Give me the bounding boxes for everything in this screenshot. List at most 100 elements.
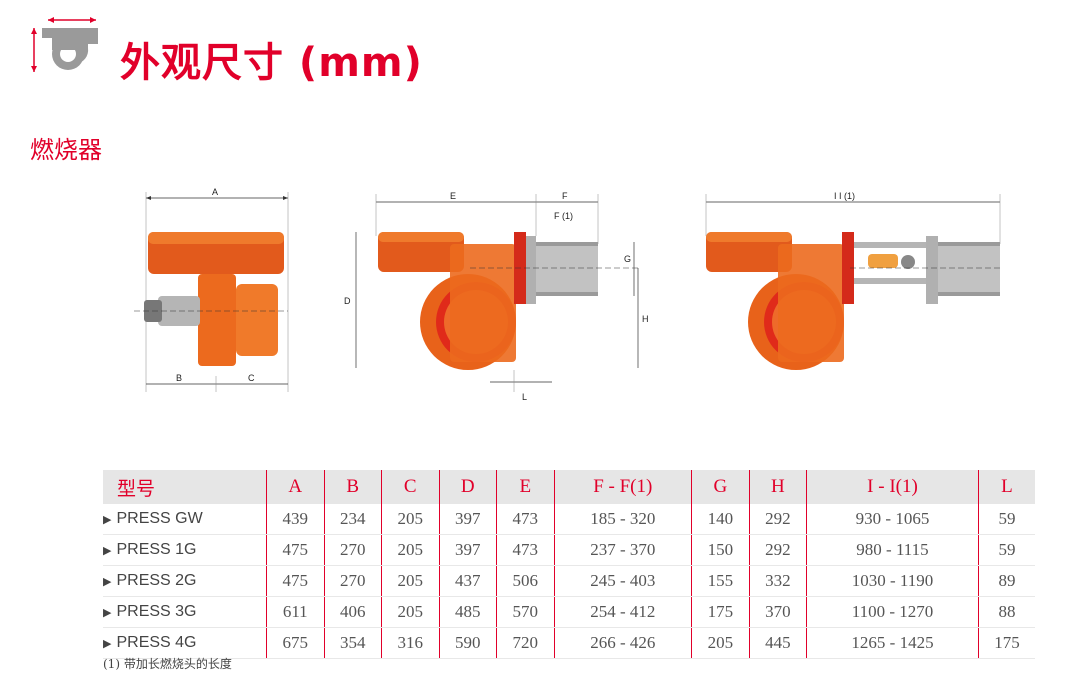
dim-label-i: I I (1) <box>834 191 855 201</box>
table-header-row: 型号 A B C D E F - F(1) G H I - I(1) L <box>103 470 1035 504</box>
triangle-bullet-icon: ▶ <box>103 576 112 588</box>
table-cell: 292 <box>748 534 807 566</box>
triangle-bullet-icon: ▶ <box>103 545 112 557</box>
model-name: PRESS 2G <box>116 572 197 589</box>
dim-label-b: B <box>176 373 182 383</box>
table-cell: 245 - 403 <box>553 565 692 597</box>
table-cell: 140 <box>691 504 750 535</box>
dim-label-l: L <box>522 392 527 402</box>
table-cell: 292 <box>748 504 807 535</box>
col-header-b: B <box>323 470 382 504</box>
table-cell: 89 <box>977 565 1035 597</box>
table-cell: 205 <box>691 627 750 659</box>
table-cell: 88 <box>977 596 1035 628</box>
dim-label-d: D <box>344 296 351 306</box>
table-row: ▶PRESS 3G 611 406 205 485 570 254 - 412 … <box>103 596 1035 628</box>
burner-dimensions-icon <box>31 17 98 72</box>
col-header-c: C <box>381 470 439 504</box>
table-cell: 675 <box>266 627 324 659</box>
col-header-g: G <box>691 470 750 504</box>
table-cell: 266 - 426 <box>553 627 692 659</box>
col-header-i: I - I(1) <box>806 470 979 504</box>
side-view-diagram: E F F (1) D G H L <box>344 191 649 402</box>
dim-label-f: F <box>562 191 568 201</box>
model-cell: ▶ PRESS 3G <box>103 596 267 628</box>
table-cell: 437 <box>438 565 497 597</box>
table-cell: 439 <box>266 504 324 535</box>
dim-label-c: C <box>248 373 255 383</box>
table-cell: 930 - 1065 <box>806 504 979 535</box>
table-cell: 397 <box>438 534 497 566</box>
table-cell: 475 <box>266 565 324 597</box>
table-cell: 270 <box>323 565 382 597</box>
triangle-bullet-icon: ▶ <box>103 607 112 619</box>
table-cell: 370 <box>748 596 807 628</box>
col-header-d: D <box>438 470 497 504</box>
front-view-diagram: A B C <box>134 187 289 392</box>
table-cell: 234 <box>323 504 382 535</box>
table-cell: 150 <box>691 534 750 566</box>
table-row: ▶PRESS 4G 675 354 316 590 720 266 - 426 … <box>103 627 1035 659</box>
table-cell: 59 <box>977 534 1035 566</box>
model-cell: ▶ PRESS 4G <box>103 627 267 659</box>
dim-label-g: G <box>624 254 631 264</box>
dim-label-h: H <box>642 314 649 324</box>
table-cell: 475 <box>266 534 324 566</box>
model-cell: ▶ PRESS GW <box>103 504 267 535</box>
model-name: PRESS GW <box>116 510 203 527</box>
table-cell: 720 <box>496 627 554 659</box>
table-row: ▶PRESS 2G 475 270 205 437 506 245 - 403 … <box>103 565 1035 597</box>
col-header-h: H <box>748 470 807 504</box>
table-cell: 570 <box>496 596 554 628</box>
model-name: PRESS 3G <box>116 603 197 620</box>
table-cell: 254 - 412 <box>553 596 692 628</box>
table-cell: 1265 - 1425 <box>806 627 979 659</box>
table-cell: 506 <box>496 565 554 597</box>
triangle-bullet-icon: ▶ <box>103 514 112 526</box>
model-name: PRESS 4G <box>116 634 197 651</box>
col-header-f: F - F(1) <box>553 470 692 504</box>
table-cell: 205 <box>381 565 439 597</box>
table-cell: 354 <box>323 627 382 659</box>
table-cell: 473 <box>496 534 554 566</box>
table-row: ▶PRESS 1G 475 270 205 397 473 237 - 370 … <box>103 534 1035 566</box>
table-cell: 332 <box>748 565 807 597</box>
table-cell: 185 - 320 <box>553 504 692 535</box>
page-title: 外观尺寸 (mm) <box>120 40 423 86</box>
table-cell: 397 <box>438 504 497 535</box>
table-cell: 1100 - 1270 <box>806 596 979 628</box>
table-cell: 590 <box>438 627 497 659</box>
table-cell: 237 - 370 <box>553 534 692 566</box>
section-title: 燃烧器 <box>30 136 102 164</box>
col-header-a: A <box>266 470 324 504</box>
model-cell: ▶ PRESS 1G <box>103 534 267 566</box>
table-cell: 485 <box>438 596 497 628</box>
model-name: PRESS 1G <box>116 541 197 558</box>
col-header-e: E <box>496 470 554 504</box>
model-cell: ▶ PRESS 2G <box>103 565 267 597</box>
table-cell: 473 <box>496 504 554 535</box>
table-cell: 445 <box>748 627 807 659</box>
table-cell: 59 <box>977 504 1035 535</box>
table-cell: 270 <box>323 534 382 566</box>
table-cell: 175 <box>691 596 750 628</box>
table-cell: 205 <box>381 504 439 535</box>
table-cell: 205 <box>381 596 439 628</box>
table-cell: 1030 - 1190 <box>806 565 979 597</box>
table-cell: 316 <box>381 627 439 659</box>
table-cell: 611 <box>266 596 324 628</box>
table-row: ▶PRESS GW 439 234 205 397 473 185 - 320 … <box>103 504 1035 535</box>
dim-label-e: E <box>450 191 456 201</box>
footnote: (1) 带加长燃烧头的长度 <box>103 657 232 671</box>
table-cell: 406 <box>323 596 382 628</box>
table-cell: 155 <box>691 565 750 597</box>
dim-label-a: A <box>212 187 218 197</box>
table-cell: 175 <box>977 627 1035 659</box>
col-header-model: 型号 <box>103 470 267 504</box>
col-header-l: L <box>977 470 1035 504</box>
triangle-bullet-icon: ▶ <box>103 638 112 650</box>
dimensions-table: 型号 A B C D E F - F(1) G H I - I(1) L ▶ PR… <box>103 470 1035 659</box>
table-cell: 205 <box>381 534 439 566</box>
extended-view-diagram: I I (1) <box>705 191 1001 370</box>
dim-label-f1: F (1) <box>554 211 573 221</box>
